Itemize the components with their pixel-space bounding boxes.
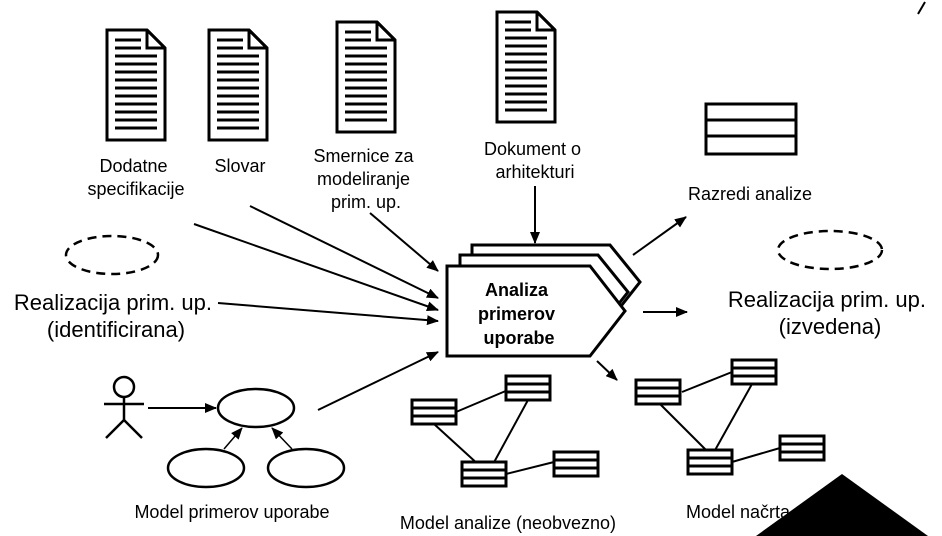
actor-icon — [104, 375, 144, 439]
use-case-ellipse-left — [166, 447, 246, 489]
label-model-primerov: Model primerov uporabe — [134, 502, 329, 522]
label-realizacija-identificirana: Realizacija prim. up. (identificirana) — [14, 290, 218, 342]
arrow-model-primerov — [317, 351, 439, 411]
label-razredi: Razredi analize — [688, 184, 812, 204]
arrow-model-nacrta — [596, 360, 618, 381]
label-model-nacrta: Model načrta — [686, 502, 791, 522]
arrow-smernice — [369, 212, 439, 272]
document-icon-smernice — [335, 20, 397, 134]
activity-analiza-primerov-uporabe — [445, 243, 642, 358]
arrow-realizacija-identificirana — [217, 302, 439, 326]
label-dodatne: Dodatne specifikacije — [87, 156, 184, 199]
watermark-icon — [756, 474, 928, 536]
include-arrow-left — [223, 427, 243, 450]
activity-label: Analiza primerov uporabe — [478, 280, 560, 348]
document-icon-dodatne — [105, 28, 167, 142]
label-realizacija-izvedena: Realizacija prim. up. (izvedena) — [728, 287, 932, 339]
arrow-dodatne — [193, 223, 439, 312]
label-model-analize: Model analize (neobvezno) — [400, 513, 616, 533]
arrow-slovar — [249, 205, 439, 299]
analysis-class-icon — [704, 102, 798, 156]
include-arrow-right — [271, 427, 293, 450]
corner-mark-icon — [917, 1, 926, 15]
use-case-ellipse-main — [216, 387, 296, 429]
use-case-ellipse-right — [266, 447, 346, 489]
design-model-icon — [634, 358, 826, 476]
label-dokument: Dokument o arhitekturi — [484, 139, 586, 182]
document-icon-dokument — [495, 10, 557, 124]
document-icon-slovar — [207, 28, 269, 142]
arrow-razredi — [632, 216, 687, 256]
use-case-realization-derived-icon — [776, 229, 884, 271]
label-slovar: Slovar — [214, 156, 265, 176]
analysis-model-icon — [410, 374, 600, 488]
use-case-realization-identified-icon — [64, 234, 160, 276]
label-smernice: Smernice za modeliranje prim. up. — [313, 146, 418, 212]
